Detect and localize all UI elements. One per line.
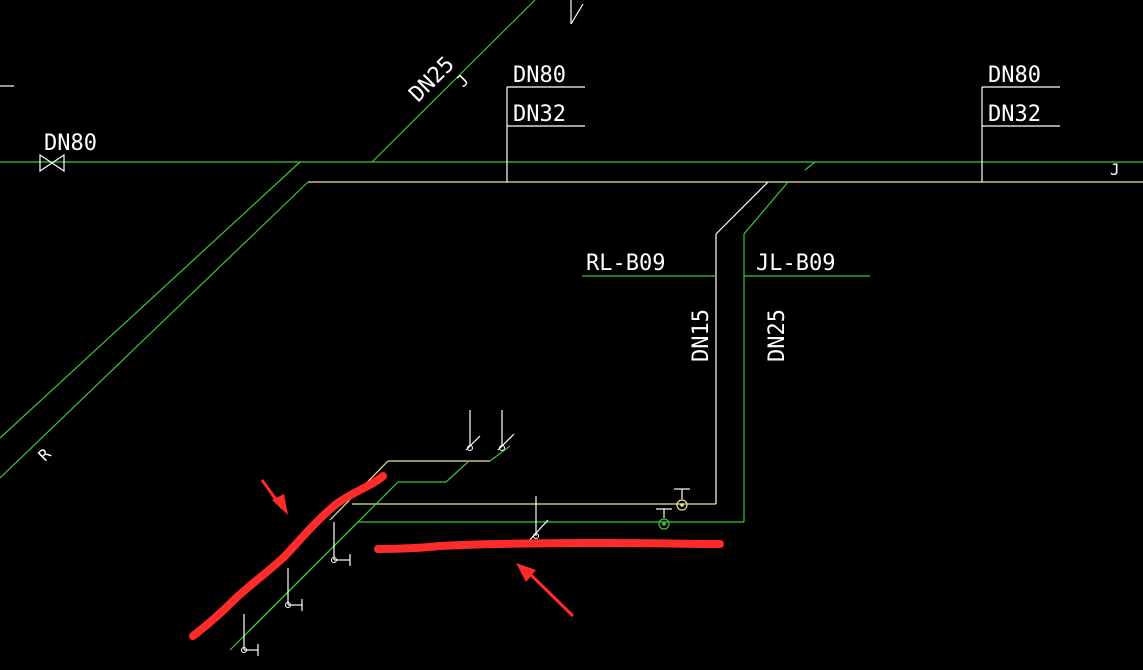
size-tag-box-2 [981,86,1060,182]
valve-size-label: DN80 [44,131,97,156]
riser-left-branch[interactable] [715,181,769,235]
gate-valve-icon[interactable] [39,153,65,173]
red-markup-horizontal [374,539,724,553]
diagonal-size-label: DN25 [405,52,460,107]
fixture-2[interactable] [497,410,515,451]
lower-diagonal-green-2[interactable] [247,521,359,633]
short-green-branch-join [445,461,469,483]
diagonal-green-pipe-top[interactable] [371,0,536,163]
short-yellow-branch-up [489,445,511,462]
red-markup-diagonal [189,472,387,640]
diagonal-left-tag: R [34,444,55,465]
fixture-3[interactable] [331,522,351,566]
box1-top-label: DN80 [513,63,566,88]
box2-top-label: DN80 [988,63,1041,88]
red-arrow-icon [516,563,575,618]
box2-bottom-label: DN32 [988,102,1041,127]
top-marker-tip [570,3,584,25]
fixture-5[interactable] [241,614,259,656]
riser-right-label: JL-B09 [756,251,835,276]
fixture-6[interactable] [525,496,549,545]
diagonal-green-pipe-left[interactable] [0,161,301,439]
riser-left-dn-label: DN15 [689,309,714,362]
fixture-1[interactable] [465,410,481,451]
red-arrow-icon [260,479,288,515]
riser-right-branch[interactable] [743,181,789,235]
main-right-tag: J [1110,160,1120,179]
riser-left-label: RL-B09 [586,251,665,276]
fixture-4[interactable] [285,568,303,611]
size-tag-box-1 [506,86,585,182]
diagonal-tag-label: J [452,71,472,91]
riser-right-dn-label: DN25 [765,309,790,362]
main-tick [804,161,816,171]
box1-bottom-label: DN32 [513,102,566,127]
diagonal-green-pipe-left-2[interactable] [0,181,309,479]
riser-valve-upper[interactable] [674,488,690,511]
riser-valve-lower[interactable] [656,508,672,530]
